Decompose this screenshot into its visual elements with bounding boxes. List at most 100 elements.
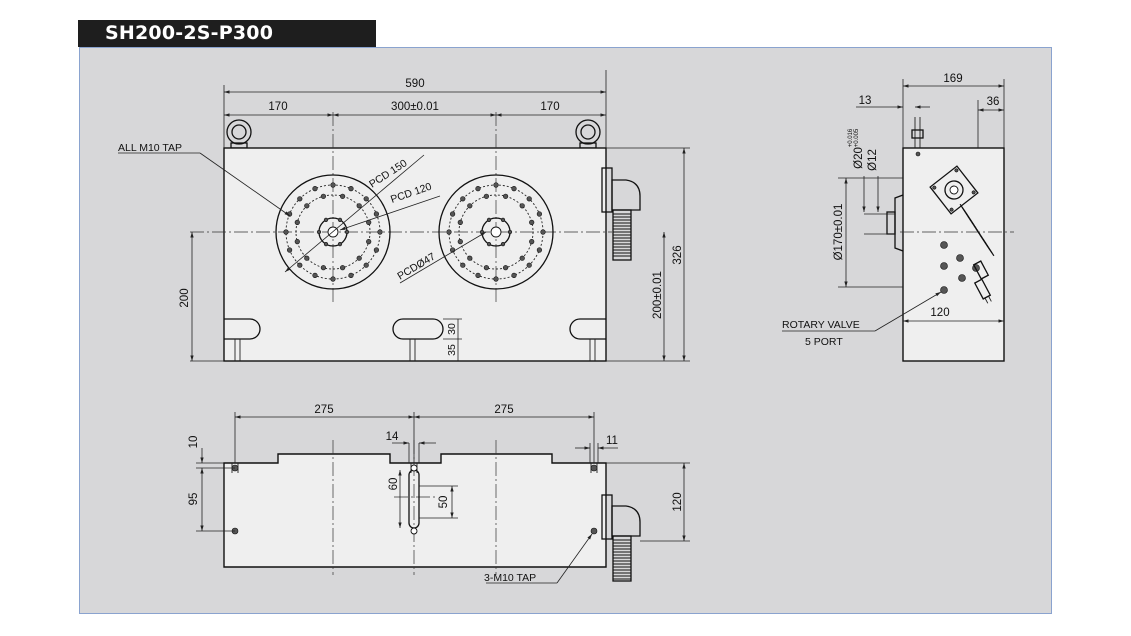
dim-front-overall-width: 590	[405, 78, 424, 90]
bolt-hole	[486, 217, 492, 222]
bolt-hole	[483, 265, 490, 271]
bolt-hole	[460, 196, 466, 202]
bolt-hole	[348, 272, 354, 279]
bolt-hole	[446, 229, 452, 235]
bolt-hole	[503, 193, 509, 199]
bolt-hole	[526, 196, 532, 202]
bolt-hole	[519, 203, 525, 209]
dim-side-36: 36	[987, 96, 1000, 108]
dim-top-right: 275	[494, 404, 513, 416]
bolt-hole	[330, 182, 336, 188]
bolt-hole	[287, 247, 293, 253]
bolt-hole	[460, 262, 466, 268]
dim-side-13: 13	[859, 95, 872, 107]
label-all-m10-tap: ALL M10 TAP	[118, 142, 182, 154]
bolt-hole	[320, 265, 327, 271]
bolt-hole	[457, 239, 463, 245]
bolt-hole	[519, 255, 525, 261]
dim-side-dia20-tol-upper: +0.016	[848, 128, 854, 147]
bolt-hole	[536, 247, 543, 253]
drawing-title: SH200-2S-P300	[78, 20, 376, 47]
bolt-hole	[486, 242, 492, 247]
bolt-hole	[529, 219, 535, 225]
bolt-hole	[475, 272, 481, 279]
bolt-hole	[283, 229, 289, 235]
bolt-hole	[294, 239, 300, 245]
label-rotary-valve: ROTARY VALVE	[782, 319, 860, 331]
top-view: 275 275 14 11 10 95 60 50 120	[188, 404, 690, 584]
bolt-hole	[312, 272, 318, 279]
bolt-hole	[340, 265, 346, 271]
bolt-hole	[312, 186, 318, 192]
dim-front-slot-bottom: 35	[446, 344, 458, 356]
bolt-hole	[483, 193, 490, 199]
dim-side-dia20: Ø20	[853, 147, 865, 169]
bolt-hole	[316, 229, 322, 235]
bolt-hole	[526, 262, 532, 268]
bolt-hole	[493, 276, 499, 282]
label-5-port: 5 PORT	[805, 336, 843, 348]
bolt-hole	[363, 196, 369, 202]
dim-front-slot-height: 30	[446, 323, 458, 335]
rotary-plate-right	[438, 174, 554, 290]
front-body	[223, 147, 607, 362]
bolt-hole	[297, 196, 303, 202]
bolt-hole	[340, 193, 346, 199]
dim-top-10: 10	[188, 436, 200, 449]
bolt-hole	[356, 203, 362, 209]
top-body	[223, 453, 607, 568]
bolt-hole	[507, 229, 513, 235]
dim-front-axis-height-tol: 200±0.01	[652, 271, 664, 319]
dim-side-dia170: Ø170±0.01	[833, 204, 845, 261]
dim-front-center: 300±0.01	[391, 101, 439, 113]
dim-side-width: 169	[943, 73, 962, 85]
bolt-hole	[323, 217, 329, 222]
bolt-hole	[457, 219, 463, 225]
dim-top-50: 50	[438, 496, 450, 509]
bolt-hole	[500, 242, 506, 247]
bolt-hole	[529, 239, 535, 245]
dim-front-left: 170	[268, 101, 287, 113]
dim-front-axis-height: 200	[179, 288, 191, 307]
bolt-hole	[356, 255, 362, 261]
dim-top-11: 11	[606, 435, 618, 447]
front-rotary-valve	[601, 167, 641, 261]
bolt-hole	[323, 242, 329, 247]
bolt-hole	[297, 262, 303, 268]
bolt-hole	[377, 229, 383, 235]
bolt-hole	[366, 239, 372, 245]
top-rotary-valve	[601, 494, 641, 582]
label-3-m10-tap: 3-M10 TAP	[484, 572, 536, 584]
bolt-hole	[475, 186, 481, 192]
dim-front-right: 170	[540, 101, 559, 113]
dim-top-120: 120	[672, 492, 684, 511]
dim-top-left: 275	[314, 404, 333, 416]
eyebolt-right	[575, 119, 601, 149]
hose-ridge	[985, 243, 995, 257]
bolt-hole	[304, 255, 310, 261]
bolt-hole	[373, 211, 380, 217]
bolt-hole	[330, 276, 336, 282]
dim-side-120: 120	[930, 307, 949, 319]
bolt-hole	[320, 193, 327, 199]
bolt-hole	[467, 203, 473, 209]
dim-side-dia12: Ø12	[867, 149, 879, 171]
bolt-hole	[344, 229, 350, 235]
bolt-hole	[363, 262, 369, 268]
bolt-hole	[337, 242, 343, 247]
dim-top-95: 95	[188, 493, 200, 506]
side-body	[902, 147, 1005, 362]
rotary-plate-left	[275, 174, 391, 290]
side-rotary-valve	[929, 165, 979, 215]
bolt-hole	[467, 255, 473, 261]
bolt-hole	[540, 229, 546, 235]
bolt-hole	[337, 217, 343, 222]
dim-top-14: 14	[386, 431, 399, 443]
side-view: 169 36 13 Ø20 +0.016 +0.005 Ø12 Ø170±0.0…	[782, 73, 1014, 362]
dim-side-dia20-tol-lower: +0.005	[854, 128, 860, 147]
bolt-hole	[294, 219, 300, 225]
bolt-hole	[511, 186, 517, 192]
bolt-hole	[536, 211, 543, 217]
bolt-hole	[348, 186, 354, 192]
